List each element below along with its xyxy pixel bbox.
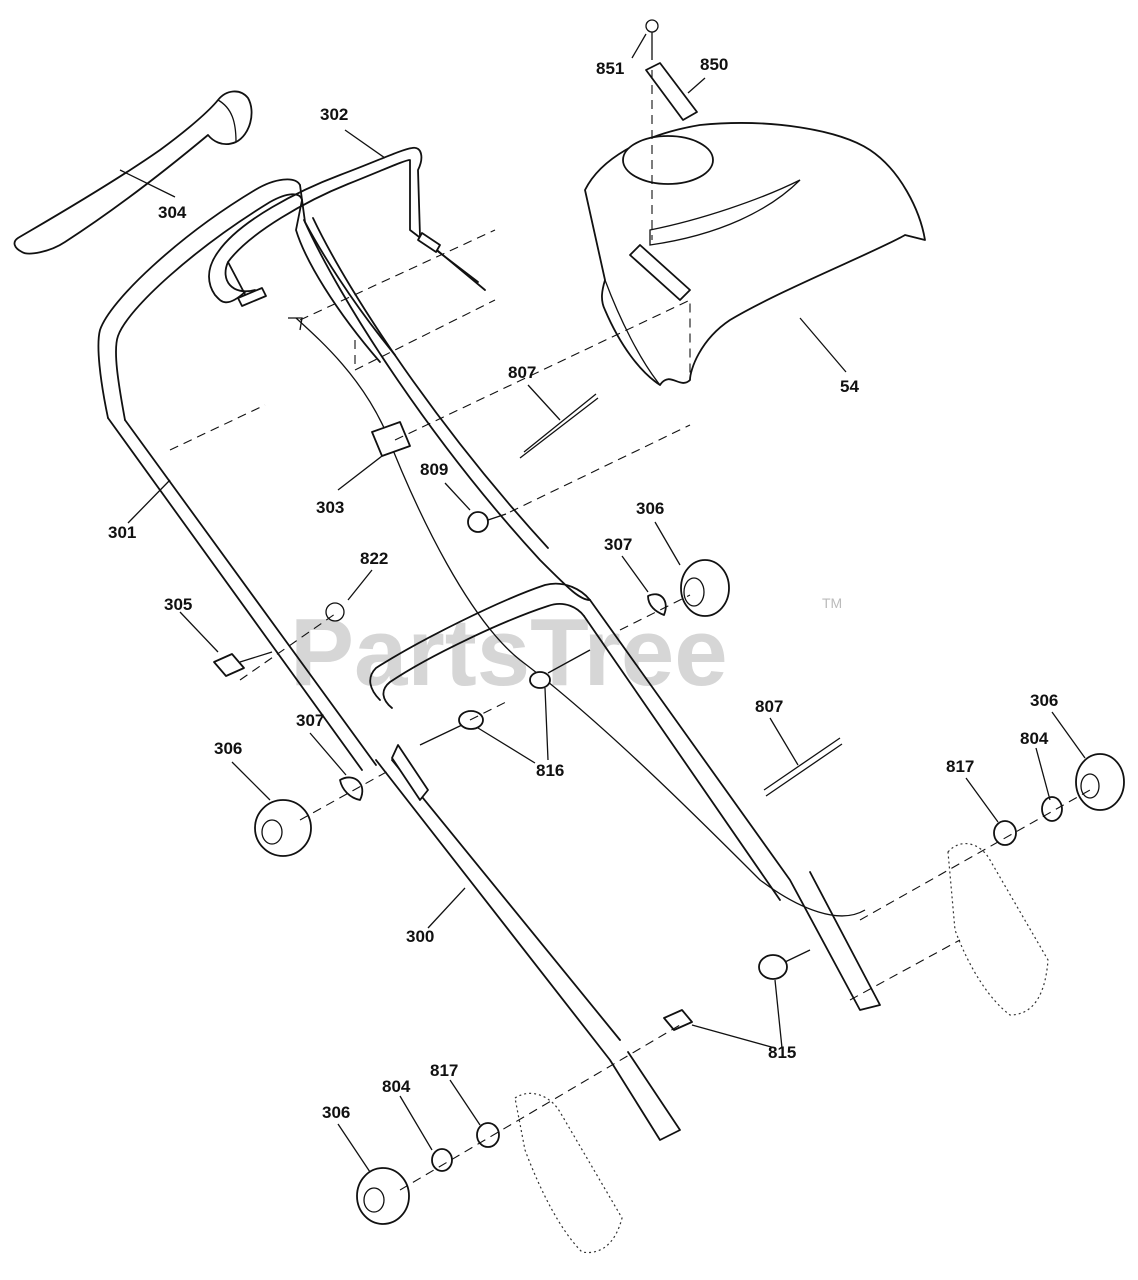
washer-817-right <box>993 820 1017 846</box>
callout-300: 300 <box>406 927 434 946</box>
callout-804-bottom: 804 <box>382 1077 411 1096</box>
knob-306-bottom <box>356 1167 410 1225</box>
callout-809: 809 <box>420 460 448 479</box>
callout-815: 815 <box>768 1043 796 1062</box>
callout-822: 822 <box>360 549 388 568</box>
callout-307-left: 307 <box>296 711 324 730</box>
knob-306-left <box>254 799 312 857</box>
callout-817-right: 817 <box>946 757 974 776</box>
callout-307-upper: 307 <box>604 535 632 554</box>
callout-54: 54 <box>840 377 859 396</box>
pin-305 <box>213 651 273 677</box>
tab-850-bolt-851 <box>645 19 698 240</box>
callout-850: 850 <box>700 55 728 74</box>
cable-tie-807-upper <box>519 393 599 459</box>
screw-809 <box>467 511 507 533</box>
callout-807-lower: 807 <box>755 697 783 716</box>
callout-303: 303 <box>316 498 344 517</box>
grip-304 <box>13 90 253 255</box>
mower-bracket-right <box>947 843 1049 1016</box>
callout-306-upper: 306 <box>636 499 664 518</box>
washer-307-left <box>339 776 364 801</box>
callout-306-left: 306 <box>214 739 242 758</box>
leader-lines <box>119 33 1086 1173</box>
washer-804-right <box>1041 796 1063 822</box>
callout-306-bottom: 306 <box>322 1103 350 1122</box>
watermark: PartsTree <box>290 599 728 706</box>
callout-306-right: 306 <box>1030 691 1058 710</box>
callout-301: 301 <box>108 523 136 542</box>
bail-302 <box>208 146 486 307</box>
assembly-lines <box>169 229 1091 1191</box>
trademark-mark: TM <box>822 595 842 611</box>
callout-817-bottom: 817 <box>430 1061 458 1080</box>
knob-306-upper <box>680 559 730 617</box>
callout-305: 305 <box>164 595 192 614</box>
callout-304: 304 <box>158 203 187 222</box>
knob-306-right <box>1075 753 1125 811</box>
upper-handle-301 <box>97 178 396 771</box>
callout-851: 851 <box>596 59 624 78</box>
cover-54 <box>584 122 926 386</box>
washer-817-bottom <box>476 1122 500 1148</box>
control-cable-303 <box>288 317 866 917</box>
callout-807-upper: 807 <box>508 363 536 382</box>
mower-bracket-left <box>514 1092 623 1254</box>
washer-804-bottom <box>431 1148 453 1172</box>
cable-tie-807-lower <box>763 737 843 797</box>
callout-816: 816 <box>536 761 564 780</box>
bolt-815 <box>663 949 811 1031</box>
lower-handle-300 <box>303 217 881 1141</box>
callout-804-right: 804 <box>1020 729 1049 748</box>
callout-302: 302 <box>320 105 348 124</box>
nut-822 <box>325 602 345 622</box>
